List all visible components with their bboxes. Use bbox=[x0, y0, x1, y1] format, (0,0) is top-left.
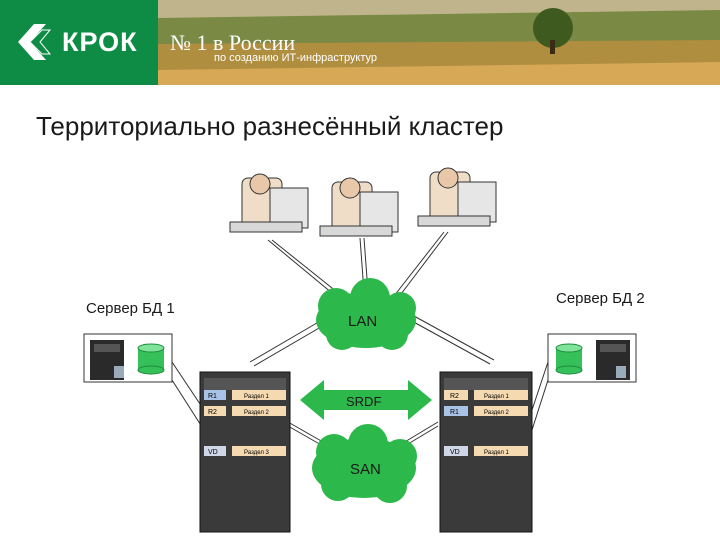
right-row-tag: R1 bbox=[450, 409, 459, 416]
storage-array-right: R2 Раздел 1 R1 Раздел 2 VD Раздел 1 bbox=[439, 371, 533, 533]
server-left-label: Сервер БД 1 bbox=[86, 300, 175, 317]
slogan-main: № 1 в России bbox=[170, 30, 296, 55]
left-row-tag: R1 bbox=[208, 393, 217, 400]
slogan-sub: по созданию ИТ-инфраструктур bbox=[214, 52, 378, 64]
san-cloud: SAN bbox=[312, 424, 417, 503]
logo-mark-icon bbox=[18, 24, 52, 60]
left-row-tag: R2 bbox=[208, 409, 217, 416]
server-right-label: Сервер БД 2 bbox=[556, 290, 645, 307]
database-icon bbox=[555, 343, 583, 375]
right-row-section: Раздел 2 bbox=[484, 410, 509, 416]
user-workstation bbox=[229, 173, 309, 233]
right-row-section: Раздел 1 bbox=[484, 450, 509, 456]
storage-array-left: R1 Раздел 1 R2 Раздел 2 VD Раздел 3 bbox=[199, 371, 291, 533]
san-label: SAN bbox=[350, 461, 381, 478]
database-icon bbox=[137, 343, 165, 375]
server-right bbox=[547, 333, 637, 383]
logo: КРОК bbox=[0, 0, 158, 85]
right-row-tag: R2 bbox=[450, 393, 459, 400]
left-row-section: Раздел 3 bbox=[244, 450, 269, 456]
logo-text: КРОК bbox=[62, 27, 138, 57]
left-row-section: Раздел 1 bbox=[244, 394, 269, 400]
user-workstation bbox=[417, 167, 497, 227]
lan-cloud: LAN bbox=[316, 278, 416, 350]
left-row-tag: VD bbox=[208, 449, 218, 456]
right-row-section: Раздел 1 bbox=[484, 394, 509, 400]
user-workstation bbox=[319, 177, 399, 237]
header-banner: КРОК № 1 в России по созданию ИТ-инфраст… bbox=[0, 0, 720, 85]
field-photo bbox=[158, 0, 720, 85]
page-title: Территориально разнесённый кластер bbox=[36, 111, 504, 141]
srdf-arrow: SRDF bbox=[300, 380, 432, 420]
srdf-label: SRDF bbox=[346, 394, 381, 409]
right-row-tag: VD bbox=[450, 449, 460, 456]
left-row-section: Раздел 2 bbox=[244, 410, 269, 416]
lan-label: LAN bbox=[348, 313, 377, 330]
server-left bbox=[83, 333, 173, 383]
